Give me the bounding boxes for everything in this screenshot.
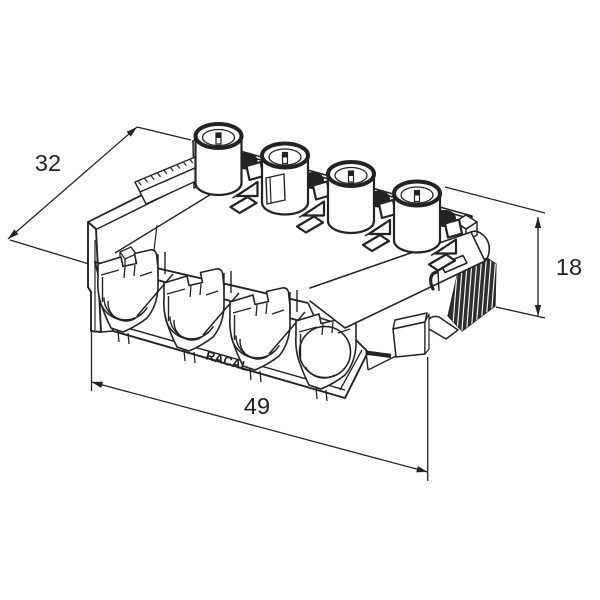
svg-text:32: 32 bbox=[35, 150, 61, 176]
svg-text:18: 18 bbox=[556, 254, 582, 280]
svg-text:49: 49 bbox=[244, 393, 270, 419]
